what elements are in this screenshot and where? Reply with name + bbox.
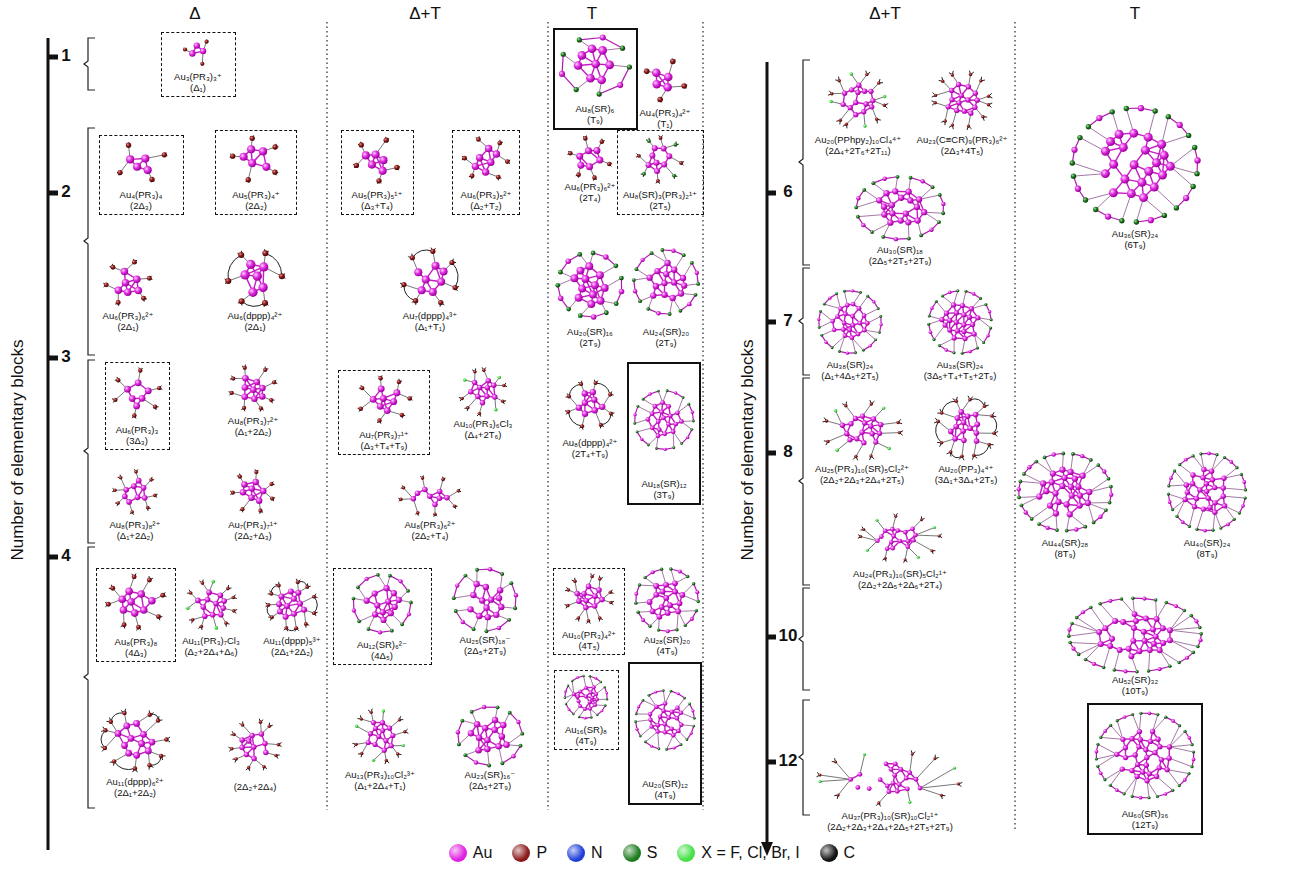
figure-canvas: Au₃(PR₃)₃⁺(Δ₁)Au₈(SR)₆(T₉)Au₄(PR₃)₄(2Δ₃)… (0, 0, 1304, 872)
